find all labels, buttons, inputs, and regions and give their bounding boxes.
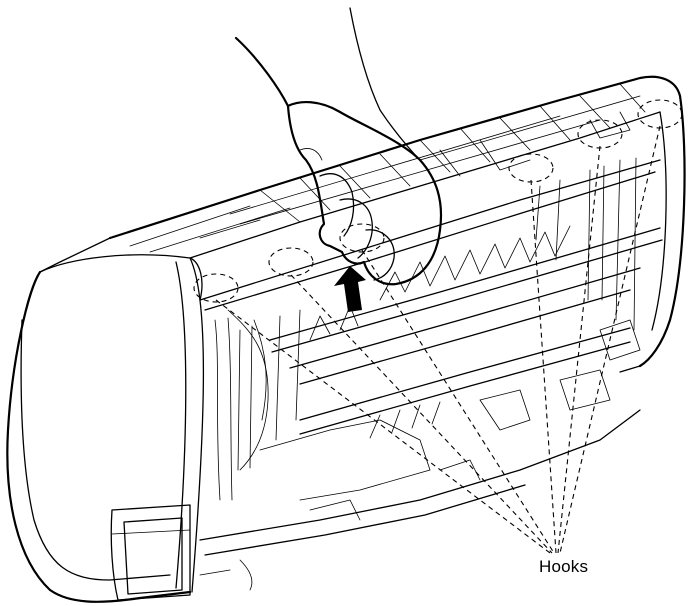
hook-marker — [339, 223, 385, 253]
hooks-callout-label: Hooks — [539, 557, 589, 576]
hook-marker — [193, 273, 239, 303]
indoor-unit-body — [6, 75, 686, 603]
hook-marker — [268, 247, 314, 277]
hand-illustration — [234, 7, 443, 286]
lift-direction-arrow — [334, 266, 366, 312]
hook-markers — [193, 99, 683, 303]
hook-marker — [508, 153, 554, 183]
hook-leader-lines — [215, 125, 661, 554]
